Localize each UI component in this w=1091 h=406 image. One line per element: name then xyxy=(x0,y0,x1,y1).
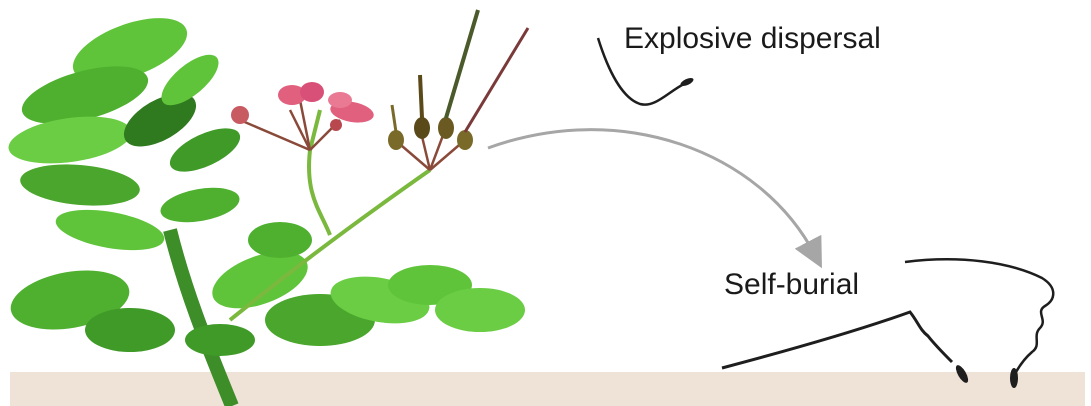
curved-arrow-icon xyxy=(488,130,815,255)
main-stem xyxy=(170,230,232,406)
label-self-burial: Self-burial xyxy=(724,268,859,302)
pink-flowers xyxy=(231,82,375,131)
leaf-cluster-upper xyxy=(6,5,247,257)
leaf-cluster-lower xyxy=(6,222,525,356)
label-explosive-dispersal: Explosive dispersal xyxy=(624,22,881,56)
seed-pods xyxy=(388,10,528,150)
